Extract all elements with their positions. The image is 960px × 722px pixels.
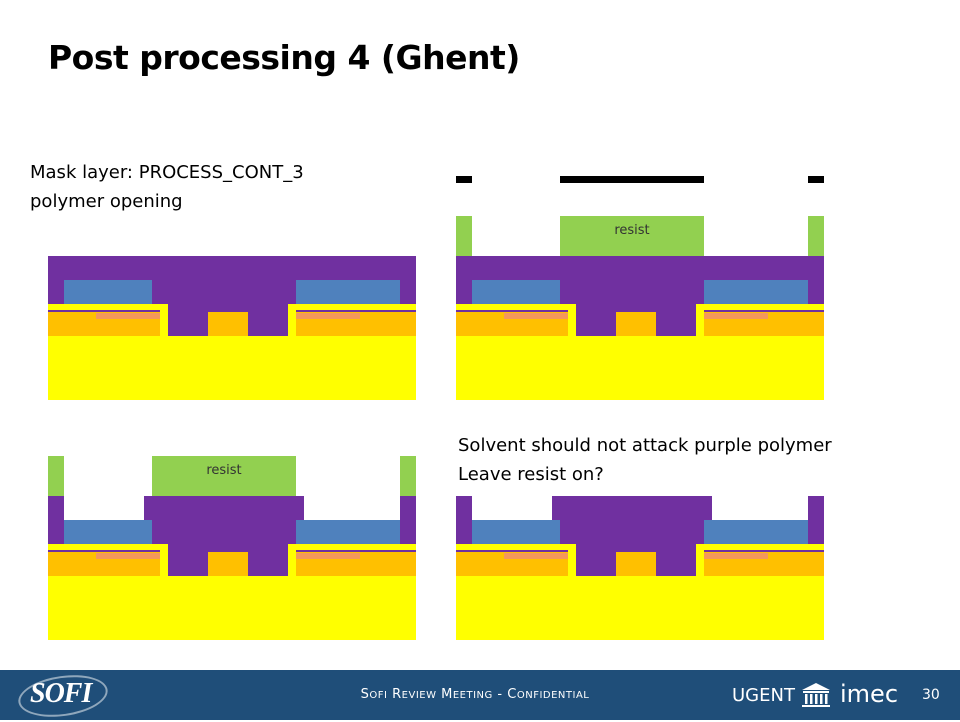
bottom-left-yellow-rim-left bbox=[48, 544, 168, 550]
mask-layer-line-1: Mask layer: PROCESS_CONT_3 bbox=[30, 162, 304, 183]
top-left-blue-block-right bbox=[296, 280, 400, 304]
bottom-left-resist-center bbox=[152, 456, 296, 496]
bottom-left-resist-label: resist bbox=[206, 463, 242, 478]
top-right-mask-right bbox=[808, 176, 824, 183]
top-right-mask-center bbox=[560, 176, 704, 183]
top-right-yellow-substrate bbox=[456, 336, 824, 400]
bottom-right-yellow-rim-right bbox=[696, 544, 824, 550]
top-left-yellow-step-left bbox=[160, 304, 168, 336]
top-right-blue-block-right bbox=[704, 280, 808, 304]
top-left-blue-block-left bbox=[64, 280, 152, 304]
bottom-right-blue-block-right bbox=[704, 520, 808, 544]
page-number: 30 bbox=[922, 687, 940, 703]
bottom-right-thin-strip-left bbox=[504, 553, 568, 559]
top-left-thin-strip-left bbox=[96, 313, 160, 319]
top-right-yellow-step-right bbox=[696, 304, 704, 336]
solvent-line-2: Leave resist on? bbox=[458, 464, 604, 485]
bottom-left-thin-strip-right bbox=[296, 553, 360, 559]
bottom-left-resist-right bbox=[400, 456, 416, 496]
bottom-left-yellow-step-right bbox=[288, 544, 296, 576]
top-right-resist-right bbox=[808, 216, 824, 256]
top-right-yellow-rim-right bbox=[696, 304, 824, 310]
bottom-right-thin-strip-right bbox=[704, 553, 768, 559]
top-left-yellow-rim-left bbox=[48, 304, 168, 310]
top-left-yellow-step-right bbox=[288, 304, 296, 336]
solvent-line-1: Solvent should not attack purple polymer bbox=[458, 435, 832, 456]
bottom-right-yellow-step-right bbox=[696, 544, 704, 576]
top-left-thin-strip-right bbox=[296, 313, 360, 319]
bottom-left-resist-left bbox=[48, 456, 64, 496]
top-right-yellow-step-left bbox=[568, 304, 576, 336]
ugent-logo: UGENT bbox=[732, 685, 795, 706]
bottom-right-yellow-step-left bbox=[568, 544, 576, 576]
footer-meeting-text: SOFI REVIEW MEETING - CONFIDENTIAL bbox=[360, 687, 590, 702]
top-right-resist-center bbox=[560, 216, 704, 256]
solvent-note: Solvent should not attack purple polymer… bbox=[458, 431, 832, 489]
footer-bar: SOFI SOFI REVIEW MEETING - CONFIDENTIAL … bbox=[0, 669, 960, 722]
bottom-right-yellow-substrate bbox=[456, 576, 824, 640]
bottom-left-yellow-substrate bbox=[48, 576, 416, 640]
bottom-left-blue-block-right bbox=[296, 520, 400, 544]
bottom-left-orange-block-center bbox=[208, 552, 248, 576]
ugent-temple-icon bbox=[802, 683, 830, 707]
bottom-right-orange-block-center bbox=[616, 552, 656, 576]
top-right-yellow-rim-left bbox=[456, 304, 576, 310]
top-right-blue-block-left bbox=[472, 280, 560, 304]
bottom-left-blue-block-left bbox=[64, 520, 152, 544]
sofi-logo: SOFI bbox=[30, 678, 92, 709]
top-right-thin-strip-left bbox=[504, 313, 568, 319]
bottom-right-yellow-rim-left bbox=[456, 544, 576, 550]
mask-layer-line-2: polymer opening bbox=[30, 191, 183, 212]
top-right-mask-left bbox=[456, 176, 472, 183]
top-left-orange-block-center bbox=[208, 312, 248, 336]
bottom-left-yellow-rim-right bbox=[288, 544, 416, 550]
bottom-left-yellow-step-left bbox=[160, 544, 168, 576]
top-right-thin-strip-right bbox=[704, 313, 768, 319]
top-left-yellow-rim-right bbox=[288, 304, 416, 310]
top-right-orange-block-center bbox=[616, 312, 656, 336]
bottom-right-blue-block-left bbox=[472, 520, 560, 544]
mask-layer-note: Mask layer: PROCESS_CONT_3 polymer openi… bbox=[30, 158, 304, 216]
bottom-left-thin-strip-left bbox=[96, 553, 160, 559]
top-right-resist-label: resist bbox=[614, 223, 650, 238]
slide-title: Post processing 4 (Ghent) bbox=[48, 38, 520, 77]
top-right-resist-left bbox=[456, 216, 472, 256]
imec-logo: imec bbox=[840, 680, 899, 708]
top-left-yellow-substrate bbox=[48, 336, 416, 400]
